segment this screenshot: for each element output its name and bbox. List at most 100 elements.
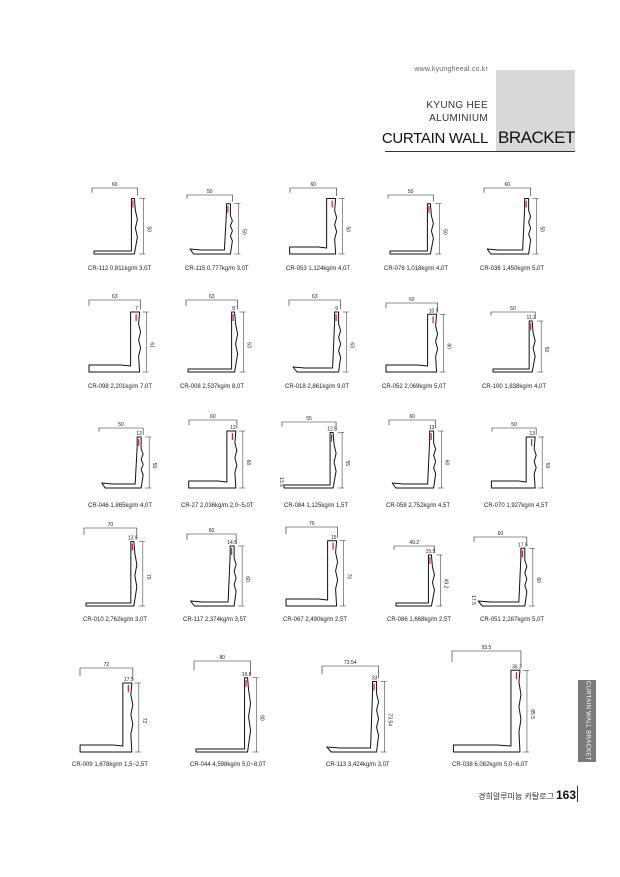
- profile-caption: CR-115 0,777kg/m 3,0T: [185, 266, 249, 272]
- aluminium-profile-outline: [289, 198, 338, 255]
- height-dimension-line: [252, 677, 259, 753]
- height-dimension-label: 60: [535, 577, 541, 583]
- width-dimension-label: 70: [309, 521, 315, 527]
- leg-dimension-label: 10.5: [429, 308, 439, 314]
- width-dimension-label: 60: [498, 531, 504, 537]
- height-dimension-line: [238, 545, 245, 607]
- height-dimension-line: [139, 198, 146, 255]
- height-dimension-line: [338, 198, 345, 255]
- aluminium-profile-outline: [452, 669, 522, 753]
- width-dimension-line: [186, 194, 233, 202]
- leg-dimension-label: 36.3: [512, 664, 522, 670]
- height-dimension-line: [339, 540, 346, 607]
- width-dimension-label: 50: [511, 422, 517, 428]
- aluminium-profile-outline: [79, 682, 134, 753]
- width-dimension-line: [321, 665, 379, 679]
- profile-caption: CR-117 2,374kg/m 3,5T: [183, 617, 247, 623]
- leg-dimension-label: 7: [135, 306, 138, 312]
- leg-dimension-label: 12: [230, 425, 236, 431]
- width-dimension-label: 50: [207, 189, 213, 195]
- width-dimension-label: 60: [210, 414, 216, 420]
- height-dimension-label: 70: [346, 574, 352, 580]
- profile-caption: CR-036 1,450kg/m 5,0T: [480, 266, 545, 272]
- height-dimension-line: [338, 432, 345, 489]
- height-dimension-label: 72: [141, 718, 147, 724]
- aluminium-profile-outline: [85, 541, 138, 607]
- profile-caption: CR-052 2,069kg/m 5,0T: [382, 384, 447, 390]
- aluminium-profile-outline: [188, 430, 238, 489]
- leg-dimension-label: 13: [529, 431, 535, 437]
- height-dimension-line: [138, 541, 145, 607]
- height-dimension-label: 50: [544, 463, 550, 469]
- aluminium-profile-outline: [292, 311, 342, 373]
- height-dimension-line: [238, 430, 245, 489]
- height-dimension-label: 50: [145, 226, 151, 232]
- width-dimension-label: 63: [112, 294, 118, 300]
- width-dimension-line: [289, 187, 337, 197]
- width-dimension-label: 55: [306, 416, 312, 422]
- title-block: [496, 70, 575, 152]
- height-dimension-label: 60: [446, 343, 452, 349]
- profile-caption: CR-018 2,861kg/m 9,0T: [285, 384, 350, 390]
- profile-caption: CR-084 1,125kg/m 1,5T: [284, 503, 349, 509]
- aluminium-profile-outline: [190, 545, 237, 607]
- width-dimension-label: 73.54: [344, 660, 357, 666]
- width-dimension-line: [281, 421, 337, 431]
- width-dimension-line: [491, 427, 537, 435]
- width-dimension-label: 50: [510, 306, 516, 312]
- profile-caption: CR-008 2,537kg/m 8,0T: [180, 384, 245, 390]
- aluminium-profile-outline: [283, 432, 337, 489]
- leg-dimension-label: 14.5: [227, 540, 237, 546]
- width-dimension-label: 60: [410, 414, 416, 420]
- width-dimension-line: [98, 427, 144, 435]
- website-url[interactable]: www.kyungheeal.co.kr: [414, 66, 488, 73]
- profile-caption: CR-051 2,287kg/m 5,0T: [480, 617, 545, 623]
- category-title: CURTAIN WALL: [381, 130, 488, 147]
- width-dimension-line: [483, 187, 531, 197]
- brand-name-line1: KYUNG HEE: [426, 100, 488, 111]
- aluminium-profile-outline: [477, 547, 528, 607]
- profile-caption: CR-046 1,865kg/m 4,0T: [88, 503, 153, 509]
- width-dimension-label: 93.5: [482, 645, 492, 651]
- profile-caption: CR-038 6,082kg/m 5,0~6,0T: [452, 762, 528, 768]
- profile-caption: CR-100 1,838kg/m 4,0T: [482, 384, 547, 390]
- width-dimension-line: [185, 299, 238, 310]
- section-side-tab[interactable]: CURTAIN WALL BRACKET: [578, 680, 596, 762]
- profile-caption: CR-053 1,124kg/m 4,0T: [286, 266, 351, 272]
- height-dimension-line: [145, 436, 152, 489]
- height-dimension-line: [537, 320, 544, 373]
- leg-dimension-label: 8: [232, 306, 235, 312]
- height-dimension-label: 50: [345, 226, 351, 232]
- profile-caption: CR-070 1,927kg/m 4,5T: [484, 503, 549, 509]
- width-dimension-line: [473, 536, 528, 546]
- profile-cr-070: 50 13 50: [488, 418, 556, 494]
- height-dimension-label: 80: [259, 715, 265, 721]
- profile-caption: CR-058 2,752kg/m 4,5T: [386, 503, 451, 509]
- height-dimension-line: [342, 311, 349, 373]
- width-dimension-line: [387, 194, 434, 202]
- leg-dimension-label: 33: [372, 676, 378, 682]
- profile-drawing: 49.215.549.2: [393, 540, 448, 607]
- height-dimension-label: 60: [444, 460, 450, 466]
- width-dimension-label: 60: [505, 182, 511, 188]
- width-dimension-label: 80: [219, 655, 225, 661]
- height-dimension-line: [528, 548, 535, 607]
- height-dimension-line: [436, 554, 443, 607]
